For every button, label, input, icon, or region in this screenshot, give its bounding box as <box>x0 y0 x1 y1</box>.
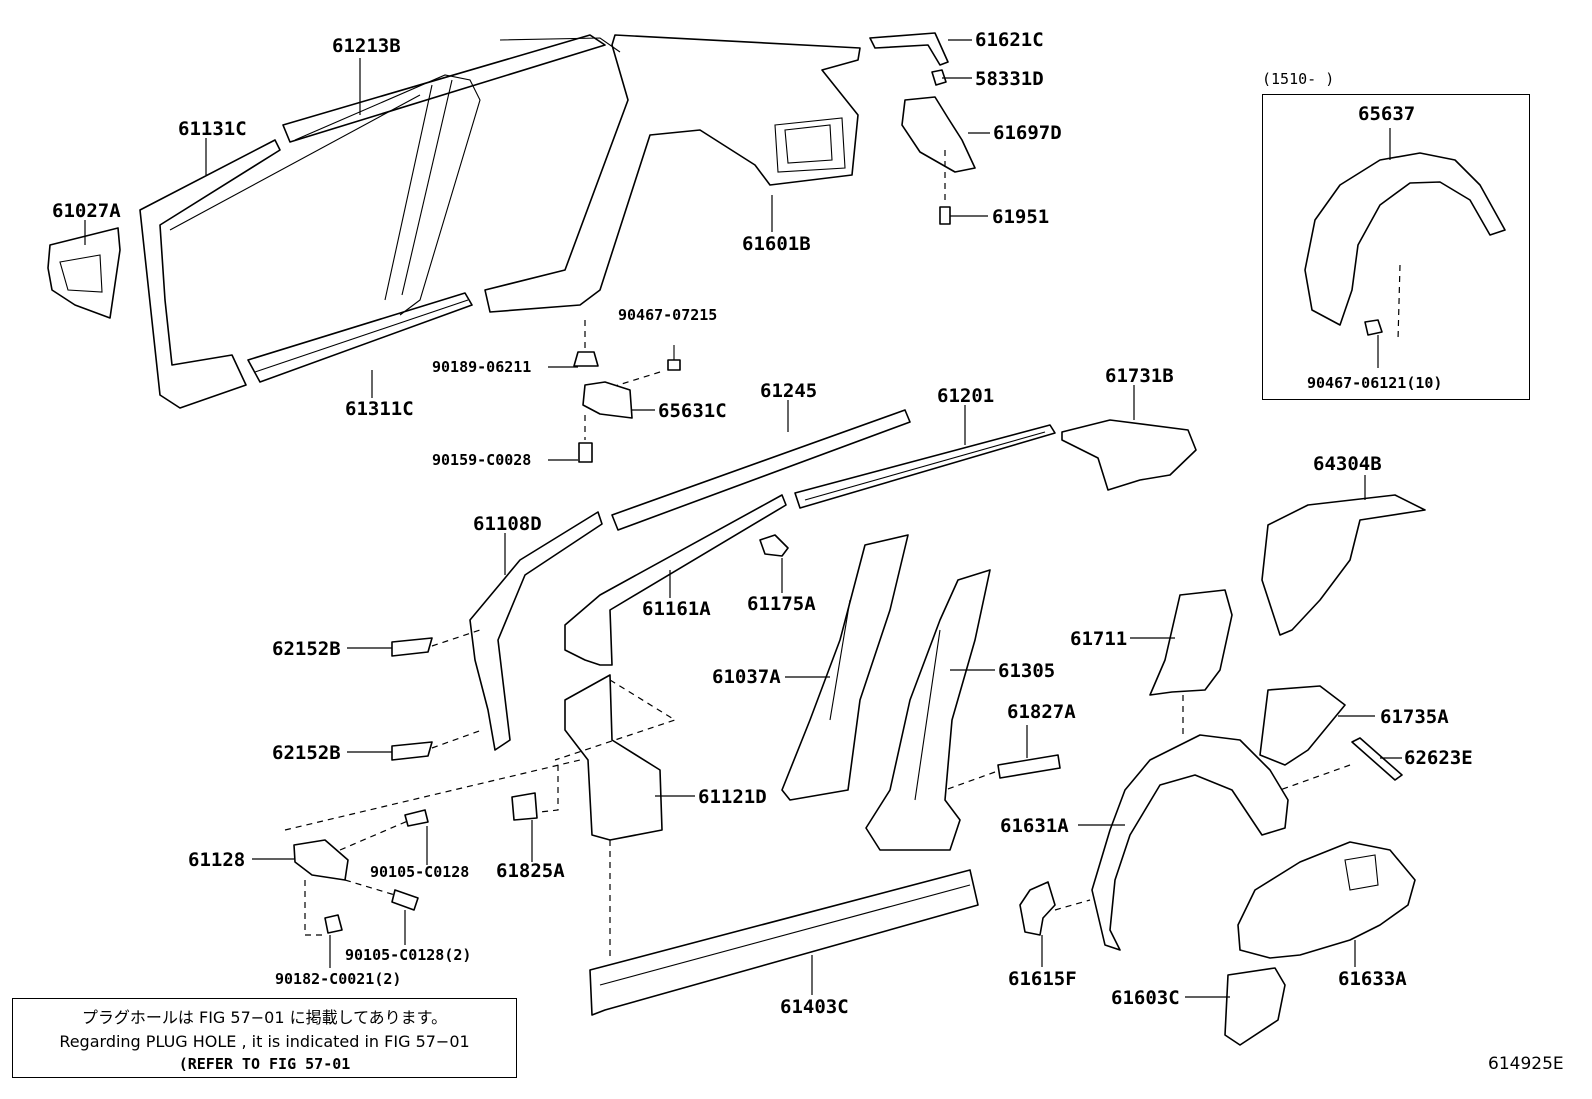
label-61951: 61951 <box>992 206 1049 228</box>
label-61108D: 61108D <box>473 513 542 535</box>
label-61633A: 61633A <box>1338 968 1407 990</box>
part-90182-C0021-shape <box>324 914 343 934</box>
part-61027A-shape <box>47 227 121 319</box>
label-61175A: 61175A <box>747 593 816 615</box>
label-61027A: 61027A <box>52 200 121 222</box>
part-62623E-shape <box>1351 737 1403 781</box>
label-61311C: 61311C <box>345 398 414 420</box>
part-61161A-shape <box>564 494 787 666</box>
label-90159-C0028: 90159-C0028 <box>432 451 531 469</box>
side-outer-panel-group <box>139 34 861 409</box>
figure-number: 614925E <box>1488 1054 1564 1074</box>
label-61711: 61711 <box>1070 628 1127 650</box>
part-64304B-shape <box>1261 494 1426 636</box>
part-61825A-shape <box>511 792 538 821</box>
note-line-jp: プラグホールは FIG 57−01 に掲載してあります。 <box>81 1008 448 1027</box>
label-61037A: 61037A <box>712 666 781 688</box>
label-61827A: 61827A <box>1007 701 1076 723</box>
label-61213B: 61213B <box>332 35 401 57</box>
part-61697D-shape <box>901 96 976 173</box>
part-65637-shape <box>1304 152 1506 326</box>
label-61735A: 61735A <box>1380 706 1449 728</box>
part-90467-06121-shape <box>1364 319 1383 336</box>
label-61201: 61201 <box>937 385 994 407</box>
part-90105-C0128-shape <box>404 809 429 827</box>
note-line-ref: (REFER TO FIG 57-01 <box>178 1055 351 1073</box>
label-61731B: 61731B <box>1105 365 1174 387</box>
note-line-en: Regarding PLUG HOLE , it is indicated in… <box>59 1032 470 1051</box>
part-61951-shape <box>939 206 951 225</box>
part-61633A-shape <box>1237 841 1416 959</box>
part-61037A-shape <box>781 534 909 801</box>
label-61161A: 61161A <box>642 598 711 620</box>
part-61621C-shape <box>869 32 949 66</box>
label-61631A: 61631A <box>1000 815 1069 837</box>
part-62152B-2-shape <box>391 741 433 761</box>
label-90105-C0128: 90105-C0128 <box>370 863 469 881</box>
label-90105-C0128-2: 90105-C0128(2) <box>345 946 471 964</box>
part-61245-shape <box>611 409 911 531</box>
part-61311C-shape <box>247 292 473 383</box>
part-61108D-shape <box>469 511 603 751</box>
label-62152B-2: 62152B <box>272 742 341 764</box>
label-61603C: 61603C <box>1111 987 1180 1009</box>
part-65631C-shape <box>582 381 633 419</box>
label-65637: 65637 <box>1358 103 1415 125</box>
part-90467-07215-shape <box>667 359 681 371</box>
part-61121D-shape <box>564 674 663 841</box>
label-90182-C0021-2: 90182-C0021(2) <box>275 970 401 988</box>
part-61711-shape <box>1149 589 1233 696</box>
inset-title: (1510- ) <box>1262 70 1335 88</box>
part-58331D-shape <box>931 69 947 86</box>
part-61731B-shape <box>1061 419 1197 491</box>
label-61403C: 61403C <box>780 996 849 1018</box>
part-61631A-shape <box>1091 734 1289 951</box>
part-61128-shape <box>293 839 349 881</box>
part-61131C-shape <box>139 139 281 409</box>
part-61213B-shape <box>282 34 606 143</box>
label-61305: 61305 <box>998 660 1055 682</box>
part-61403C-shape <box>589 869 979 1016</box>
part-90105-C0128-2-shape <box>391 889 419 911</box>
part-61603C-shape <box>1224 967 1286 1046</box>
label-61121D: 61121D <box>698 786 767 808</box>
label-90467-07215: 90467-07215 <box>618 306 717 324</box>
part-61175A-shape <box>759 534 789 557</box>
label-62623E: 62623E <box>1404 747 1473 769</box>
label-61825A: 61825A <box>496 860 565 882</box>
label-61615F: 61615F <box>1008 968 1077 990</box>
inset-box <box>1262 94 1530 400</box>
plug-hole-note: プラグホールは FIG 57−01 に掲載してあります。 Regarding P… <box>12 998 517 1078</box>
label-61131C: 61131C <box>178 118 247 140</box>
label-64304B: 64304B <box>1313 453 1382 475</box>
label-90467-06121: 90467-06121(10) <box>1307 374 1442 392</box>
label-61697D: 61697D <box>993 122 1062 144</box>
label-61621C: 61621C <box>975 29 1044 51</box>
label-61245: 61245 <box>760 380 817 402</box>
label-62152B-1: 62152B <box>272 638 341 660</box>
part-90159-C0028-shape <box>578 442 593 463</box>
leader-lines <box>84 39 1402 998</box>
part-61735A-shape <box>1259 685 1346 766</box>
part-90189-06211-shape <box>573 351 599 367</box>
part-61601B-shape <box>484 34 861 313</box>
label-90189-06211: 90189-06211 <box>432 358 531 376</box>
label-65631C: 65631C <box>658 400 727 422</box>
label-61128: 61128 <box>188 849 245 871</box>
label-61601B: 61601B <box>742 233 811 255</box>
part-62152B-1-shape <box>391 637 433 657</box>
label-58331D: 58331D <box>975 68 1044 90</box>
part-61615F-shape <box>1019 881 1056 936</box>
part-61827A-shape <box>997 754 1061 779</box>
